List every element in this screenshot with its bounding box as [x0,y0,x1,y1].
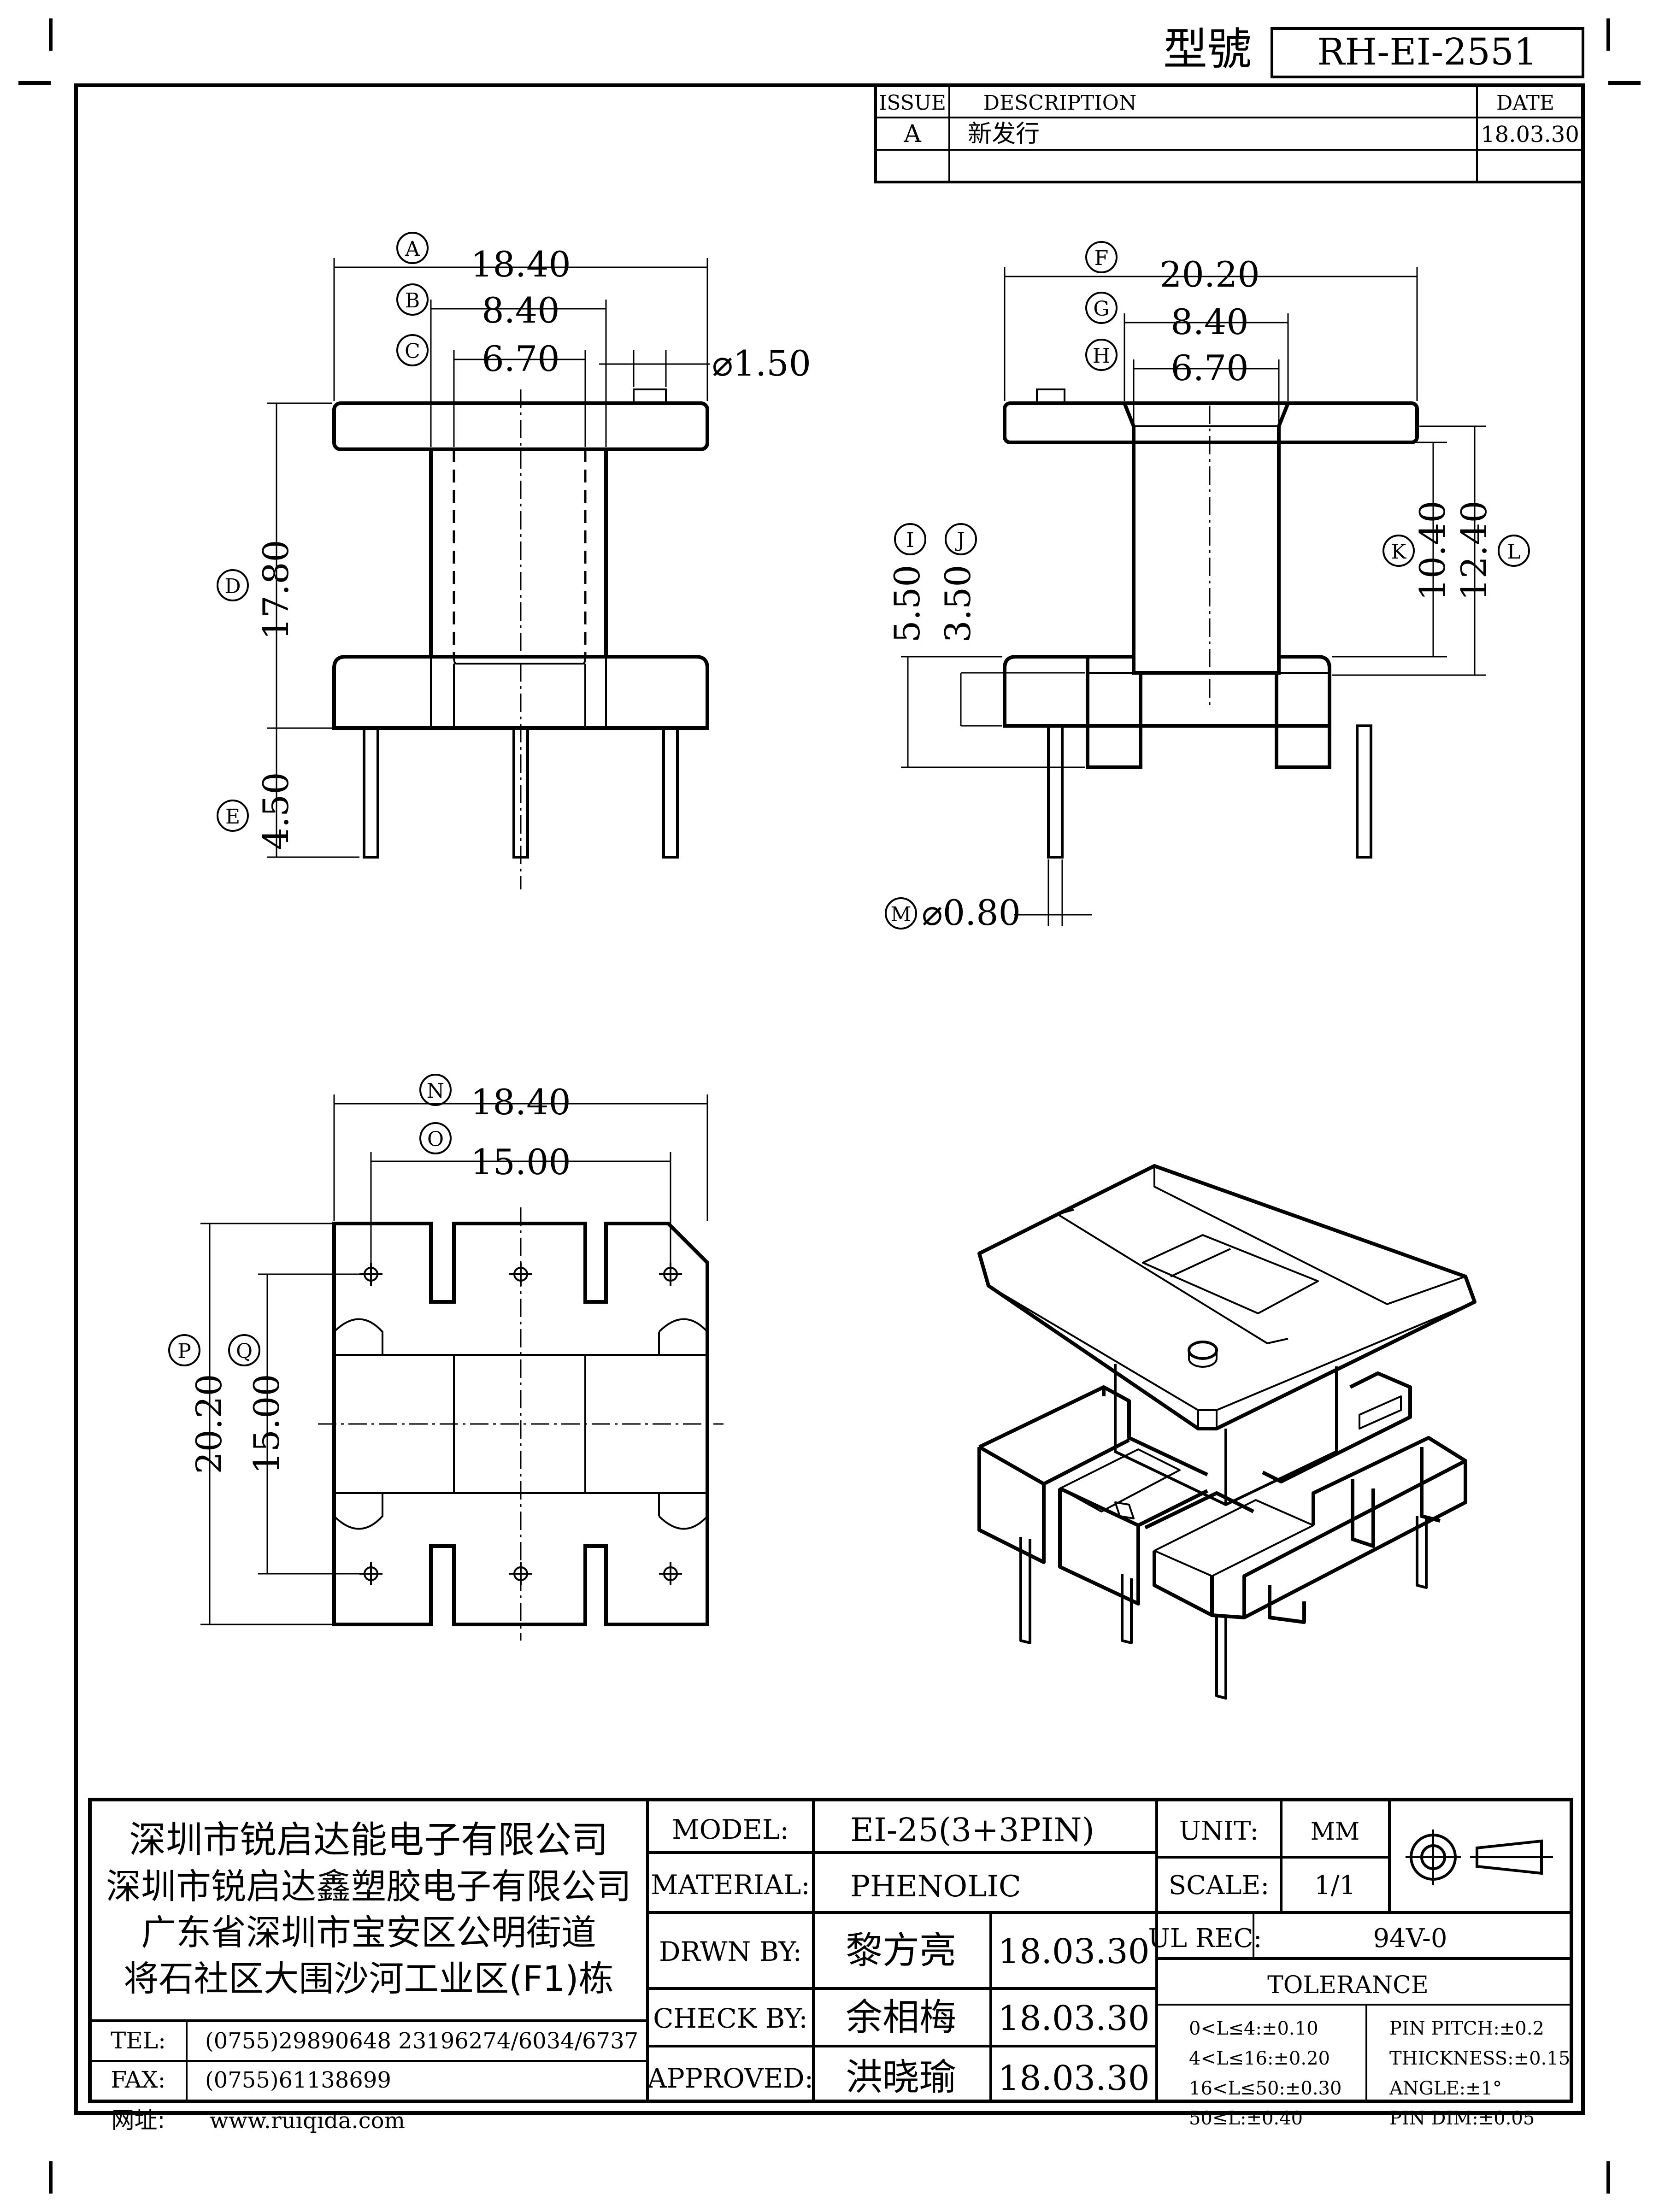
bottom-dimensions: N 18.40 O 15.00 P 20.20 Q 15.00 [168,1074,571,1474]
dim-q-value: 15.00 [246,1374,287,1474]
dim-i-value: 5.50 [887,565,928,642]
dim-tag-i: I [906,529,914,552]
dim-tag-j: J [955,529,965,552]
fax-label: FAX: [111,2066,166,2093]
tol-left-1: 0<L≤4:±0.10 [1189,2018,1318,2039]
company-line-2: 深圳市锐启达鑫塑胶电子有限公司 [106,1866,631,1907]
tol-left-2: 4<L≤16:±0.20 [1189,2048,1330,2069]
dim-tag-e: E [225,805,240,829]
dim-l-value: 12.40 [1453,500,1494,601]
tel-label: TEL: [111,2027,166,2054]
dim-tag-b: B [405,289,420,312]
dim-tag-g: G [1093,297,1109,321]
rev-header-date: DATE [1496,91,1554,115]
dim-tag-f: F [1094,247,1109,270]
model-header: 型號 RH-EI-2551 [1163,24,1584,78]
dim-pin-dia-value: ⌀1.50 [712,343,811,384]
drawn-label: DRWN BY: [659,1936,802,1967]
check-date: 18.03.30 [998,1999,1150,2038]
model-field-value: EI-25(3+3PIN) [850,1811,1094,1849]
check-by: 余相梅 [846,1996,956,2039]
rev-issue: A [903,120,922,148]
drawn-by: 黎方亮 [846,1929,956,1972]
dim-tag-h: H [1093,344,1110,368]
ul-label: UL REC: [1148,1924,1262,1953]
dim-tag-c: C [405,340,420,363]
tol-right-2: THICKNESS:±0.15 [1389,2048,1570,2069]
dim-d-value: 17.80 [255,540,296,640]
rev-description: 新发行 [968,120,1040,148]
bottom-view [200,1094,724,1641]
dim-tag-q: Q [236,1340,253,1363]
dim-j-value: 3.50 [937,565,978,642]
tol-right-1: PIN PITCH:±0.2 [1389,2018,1544,2039]
dim-g-value: 8.40 [1171,301,1248,342]
material-value: PHENOLIC [850,1870,1021,1904]
isometric-view [977,1164,1477,1700]
dim-tag-d: D [224,575,241,598]
revision-table: ISSUE DESCRIPTION DATE A 新发行 18.03.30 [874,84,1584,183]
dim-tag-o: O [427,1128,444,1151]
dim-tag-n: N [427,1079,445,1103]
projection-symbol-icon [1406,1830,1553,1885]
approved-label: APPROVED: [647,2063,813,2094]
dim-e-value: 4.50 [255,772,296,850]
rev-header-description: DESCRIPTION [983,91,1137,115]
tel-value: (0755)29890648 23196274/6034/6737 [205,2028,638,2054]
side-view [901,267,1486,926]
dim-a-value: 18.40 [471,244,571,285]
title-block: 深圳市锐启达能电子有限公司 深圳市锐启达鑫塑胶电子有限公司 广东省深圳市宝安区公… [88,1798,1573,2134]
approved-date: 18.03.30 [998,2059,1150,2098]
dim-k-value: 10.40 [1412,500,1453,601]
approved-by: 洪晓瑜 [846,2056,956,2099]
dim-tag-m: M [890,903,911,926]
rev-date: 18.03.30 [1481,122,1579,147]
tol-right-3: ANGLE:±1° [1389,2078,1502,2099]
model-number: RH-EI-2551 [1317,30,1537,73]
drawn-date: 18.03.30 [998,1932,1150,1971]
company-line-3: 广东省深圳市宝安区公明街道 [141,1912,596,1953]
dim-tag-a: A [405,237,420,261]
dim-h-value: 6.70 [1171,347,1248,388]
check-label: CHECK BY: [653,2003,808,2034]
dim-o-value: 15.00 [471,1141,571,1182]
dim-tag-k: K [1391,540,1407,564]
side-dimensions: F 20.20 G 8.40 H 6.70 I 5.50 J 3.50 K 10… [885,241,1530,933]
model-field-label: MODEL: [672,1814,789,1845]
unit-value: MM [1311,1818,1360,1846]
front-dimensions: A 18.40 B 8.40 C 6.70 ⌀1.50 D 17.80 E 4.… [217,232,811,850]
rev-header-issue: ISSUE [879,91,946,115]
dim-f-value: 20.20 [1159,254,1260,295]
dim-tag-p: P [177,1340,191,1363]
dim-c-value: 6.70 [482,338,559,379]
company-line-4: 将石社区大围沙河工业区(F1)栋 [124,1958,613,1999]
dim-m-value: ⌀0.80 [922,892,1021,933]
tolerance-label: TOLERANCE [1267,1971,1429,1999]
material-label: MATERIAL: [651,1869,810,1900]
model-label: 型號 [1163,24,1252,75]
scale-value: 1/1 [1314,1871,1356,1900]
dim-tag-l: L [1507,540,1520,564]
front-view [267,258,710,889]
dim-b-value: 8.40 [482,290,559,331]
ul-value: 94V-0 [1373,1924,1447,1953]
sheet-frame [18,18,1641,2194]
scale-label: SCALE: [1169,1871,1270,1900]
tol-left-4: 50≤L:±0.40 [1189,2108,1303,2129]
company-line-1: 深圳市锐启达能电子有限公司 [129,1818,608,1861]
unit-label: UNIT: [1179,1816,1259,1846]
dim-p-value: 20.20 [188,1374,229,1474]
tol-left-3: 16<L≤50:±0.30 [1189,2078,1341,2099]
web-value: www.ruiqida.com [210,2108,405,2134]
web-label: 网址: [112,2107,165,2134]
fax-value: (0755)61138699 [205,2067,391,2093]
tol-right-4: PIN DIM:±0.05 [1389,2108,1535,2129]
dim-n-value: 18.40 [471,1082,571,1123]
